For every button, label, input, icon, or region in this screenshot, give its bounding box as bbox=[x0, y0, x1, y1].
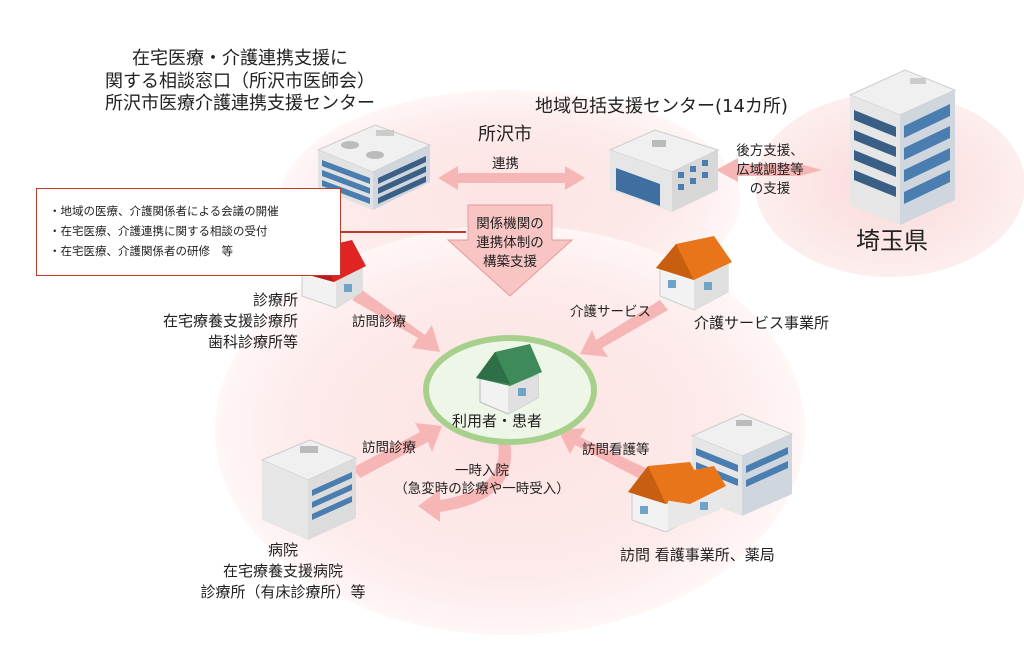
admission-label: 一時入院 （急変時の診療や一時受入） bbox=[372, 462, 592, 498]
support-center-line3: 所沢市医療介護連携支援センター bbox=[105, 93, 375, 114]
clinic-line1: 診療所 bbox=[252, 291, 298, 309]
admission-line2: （急変時の診療や一時受入） bbox=[394, 481, 570, 497]
prefecture-support-line3: の支援 bbox=[749, 181, 791, 197]
support-center-title: 在宅医療・介護連携支援に 関する相談窓口（所沢市医師会） 所沢市医療介護連携支援… bbox=[95, 48, 385, 116]
city-label: 所沢市 bbox=[478, 124, 532, 145]
hospital-line3: 診療所（有床診療所）等 bbox=[200, 583, 366, 601]
hospital-building-icon bbox=[260, 439, 358, 540]
down-arrow-line1: 関係機関の bbox=[476, 216, 544, 232]
prefecture-support-line1: 後方支援、 bbox=[736, 143, 804, 159]
nursing-arrow bbox=[558, 428, 650, 480]
clinic-line3: 歯科診療所等 bbox=[207, 333, 298, 351]
info-item: ・地域の医療、介護関係者による会議の開催 bbox=[49, 204, 279, 218]
admission-line1: 一時入院 bbox=[455, 463, 509, 479]
hospital-label: 病院 在宅療養支援病院 診療所（有床診療所）等 bbox=[120, 540, 366, 603]
user-arrows bbox=[352, 290, 668, 522]
care-service-arrow-label: 介護サービス bbox=[570, 304, 651, 320]
support-center-building-icon bbox=[316, 124, 432, 210]
collaboration-label: 連携 bbox=[492, 156, 519, 172]
clinic-arrow bbox=[352, 290, 440, 352]
user-house-icon bbox=[476, 344, 542, 415]
info-item: ・在宅医療、介護連携に関する相談の受付 bbox=[49, 224, 268, 238]
visit-nursing-label: 訪問看護等 bbox=[582, 442, 650, 458]
care-service-provider-label: 介護サービス事業所 bbox=[694, 314, 830, 332]
admission-arrow bbox=[418, 442, 512, 522]
info-box: ・地域の医療、介護関係者による会議の開催 ・在宅医療、介護連携に関する相談の受付… bbox=[36, 188, 341, 276]
down-arrow-line3: 構築支援 bbox=[483, 254, 537, 270]
care-service-arrow bbox=[580, 300, 668, 357]
visit-care-bottom-label: 訪問診療 bbox=[362, 440, 416, 456]
prefecture-label: 埼玉県 bbox=[856, 227, 928, 255]
down-arrow-label: 関係機関の 連携体制の 構築支援 bbox=[466, 215, 554, 272]
nursing-pharmacy-buildings-icon bbox=[628, 413, 794, 533]
clinic-line2: 在宅療養支援診療所 bbox=[162, 312, 298, 330]
collaboration-arrow bbox=[438, 166, 585, 190]
support-down-arrow bbox=[446, 204, 574, 297]
down-arrow-line2: 連携体制の bbox=[476, 235, 544, 251]
regional-center-label: 地域包括支援センター(14カ所) bbox=[535, 96, 788, 117]
visit-care-top-label: 訪問診療 bbox=[352, 314, 406, 330]
center-user-label: 利用者・患者 bbox=[452, 412, 543, 430]
hospital-arrow bbox=[352, 423, 442, 478]
support-center-line1: 在宅医療・介護連携支援に bbox=[132, 48, 348, 69]
clinic-label: 診療所 在宅療養支援診療所 歯科診療所等 bbox=[110, 290, 298, 353]
prefecture-support-arrow bbox=[716, 158, 822, 182]
regional-center-building-icon bbox=[608, 129, 720, 212]
info-item: ・在宅医療、介護関係者の研修 等 bbox=[49, 244, 233, 258]
care-service-house-icon bbox=[656, 236, 732, 311]
hospital-line2: 在宅療養支援病院 bbox=[222, 562, 343, 580]
support-center-line2: 関する相談窓口（所沢市医師会） bbox=[105, 70, 375, 92]
hospital-line1: 病院 bbox=[267, 541, 298, 559]
prefecture-support-label: 後方支援、 広域調整等 の支援 bbox=[724, 142, 816, 199]
prefecture-support-line2: 広域調整等 bbox=[736, 162, 804, 178]
prefecture-tower-icon bbox=[848, 69, 957, 225]
nursing-pharmacy-label: 訪問 看護事業所、薬局 bbox=[620, 546, 775, 564]
